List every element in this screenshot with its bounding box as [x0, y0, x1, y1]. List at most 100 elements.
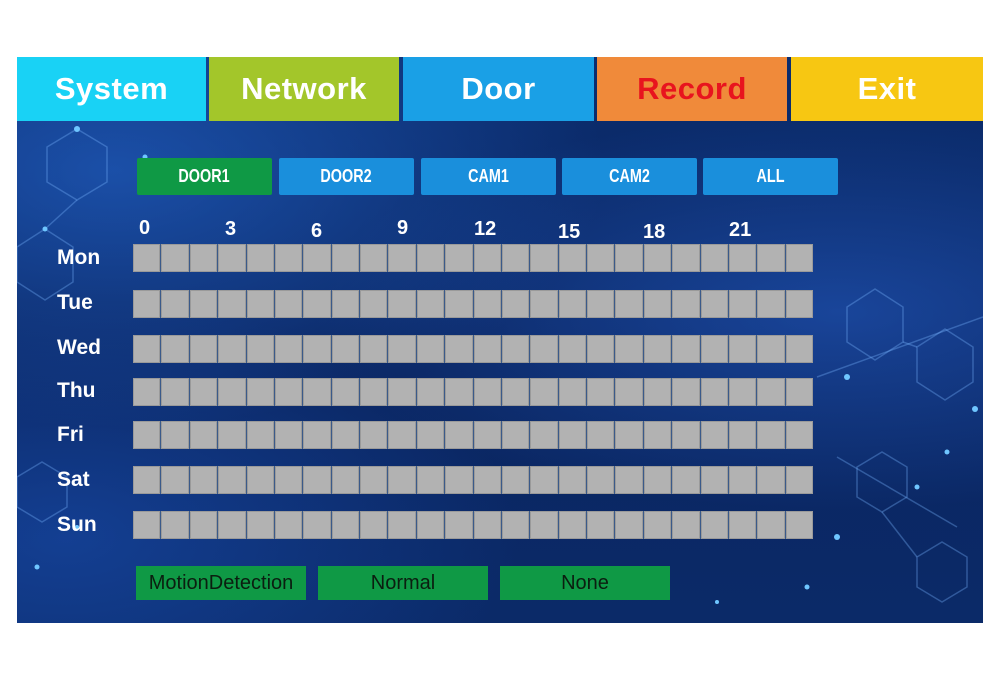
schedule-cell[interactable] [189, 244, 218, 272]
schedule-cell[interactable] [189, 511, 218, 539]
schedule-cell[interactable] [360, 335, 388, 363]
schedule-cell[interactable] [473, 421, 501, 449]
schedule-cell[interactable] [728, 511, 757, 539]
schedule-cell[interactable] [501, 244, 530, 272]
schedule-cell[interactable] [360, 421, 388, 449]
tab-exit[interactable]: Exit [791, 57, 983, 121]
schedule-cell[interactable] [246, 244, 274, 272]
schedule-cell[interactable] [501, 421, 530, 449]
schedule-cell[interactable] [303, 290, 331, 318]
schedule-cell[interactable] [331, 421, 359, 449]
schedule-cell[interactable] [700, 290, 728, 318]
schedule-cell[interactable] [303, 244, 331, 272]
schedule-cell[interactable] [501, 511, 530, 539]
schedule-cell[interactable] [388, 421, 416, 449]
schedule-cell[interactable] [473, 290, 501, 318]
schedule-cell[interactable] [133, 290, 161, 318]
schedule-cell[interactable] [133, 244, 161, 272]
schedule-cell[interactable] [785, 466, 813, 494]
schedule-cell[interactable] [558, 244, 586, 272]
schedule-cell[interactable] [416, 244, 445, 272]
schedule-cell[interactable] [785, 290, 813, 318]
schedule-cell[interactable] [728, 335, 757, 363]
schedule-cell[interactable] [246, 335, 274, 363]
schedule-cell[interactable] [218, 466, 246, 494]
schedule-cell[interactable] [416, 335, 445, 363]
schedule-cell[interactable] [587, 290, 615, 318]
schedule-cell[interactable] [643, 511, 672, 539]
schedule-cell[interactable] [700, 511, 728, 539]
schedule-cell[interactable] [700, 244, 728, 272]
schedule-cell[interactable] [757, 335, 785, 363]
schedule-cell[interactable] [785, 378, 813, 406]
schedule-cell[interactable] [615, 378, 643, 406]
tab-system[interactable]: System [17, 57, 206, 121]
schedule-cell[interactable] [189, 335, 218, 363]
schedule-cell[interactable] [274, 511, 303, 539]
schedule-cell[interactable] [416, 466, 445, 494]
schedule-cell[interactable] [189, 466, 218, 494]
schedule-cell[interactable] [331, 244, 359, 272]
motion-detection-button[interactable]: MotionDetection [136, 566, 306, 600]
schedule-cell[interactable] [643, 378, 672, 406]
schedule-cell[interactable] [672, 421, 700, 449]
schedule-cell[interactable] [331, 290, 359, 318]
schedule-cell[interactable] [445, 244, 473, 272]
schedule-cell[interactable] [388, 378, 416, 406]
schedule-cell[interactable] [161, 335, 189, 363]
schedule-cell[interactable] [700, 421, 728, 449]
schedule-cell[interactable] [672, 244, 700, 272]
schedule-cell[interactable] [558, 335, 586, 363]
schedule-cell[interactable] [360, 244, 388, 272]
schedule-cell[interactable] [445, 511, 473, 539]
schedule-cell[interactable] [246, 378, 274, 406]
schedule-cell[interactable] [728, 421, 757, 449]
schedule-cell[interactable] [785, 511, 813, 539]
schedule-cell[interactable] [303, 335, 331, 363]
schedule-cell[interactable] [757, 290, 785, 318]
schedule-cell[interactable] [558, 466, 586, 494]
schedule-cell[interactable] [303, 466, 331, 494]
schedule-cell[interactable] [587, 378, 615, 406]
schedule-cell[interactable] [161, 466, 189, 494]
schedule-cell[interactable] [785, 421, 813, 449]
schedule-cell[interactable] [218, 421, 246, 449]
schedule-cell[interactable] [587, 244, 615, 272]
schedule-cell[interactable] [757, 511, 785, 539]
schedule-cell[interactable] [416, 378, 445, 406]
tab-network[interactable]: Network [209, 57, 399, 121]
schedule-cell[interactable] [473, 244, 501, 272]
subtab-cam1[interactable]: CAM1 [421, 158, 556, 195]
schedule-cell[interactable] [643, 421, 672, 449]
schedule-cell[interactable] [246, 466, 274, 494]
schedule-cell[interactable] [445, 421, 473, 449]
schedule-cell[interactable] [246, 421, 274, 449]
schedule-cell[interactable] [360, 466, 388, 494]
schedule-cell[interactable] [388, 466, 416, 494]
none-button[interactable]: None [500, 566, 670, 600]
schedule-cell[interactable] [757, 378, 785, 406]
schedule-cell[interactable] [672, 378, 700, 406]
subtab-cam2[interactable]: CAM2 [562, 158, 697, 195]
schedule-cell[interactable] [757, 421, 785, 449]
schedule-cell[interactable] [360, 290, 388, 318]
schedule-cell[interactable] [331, 511, 359, 539]
schedule-cell[interactable] [360, 378, 388, 406]
schedule-cell[interactable] [643, 335, 672, 363]
schedule-cell[interactable] [189, 290, 218, 318]
schedule-cell[interactable] [246, 290, 274, 318]
schedule-cell[interactable] [785, 244, 813, 272]
schedule-cell[interactable] [558, 290, 586, 318]
schedule-cell[interactable] [615, 466, 643, 494]
schedule-cell[interactable] [331, 335, 359, 363]
schedule-cell[interactable] [274, 335, 303, 363]
schedule-cell[interactable] [501, 290, 530, 318]
schedule-cell[interactable] [189, 378, 218, 406]
schedule-cell[interactable] [501, 378, 530, 406]
schedule-cell[interactable] [274, 466, 303, 494]
schedule-cell[interactable] [473, 378, 501, 406]
schedule-cell[interactable] [445, 335, 473, 363]
schedule-cell[interactable] [615, 421, 643, 449]
schedule-cell[interactable] [530, 335, 558, 363]
schedule-cell[interactable] [530, 244, 558, 272]
